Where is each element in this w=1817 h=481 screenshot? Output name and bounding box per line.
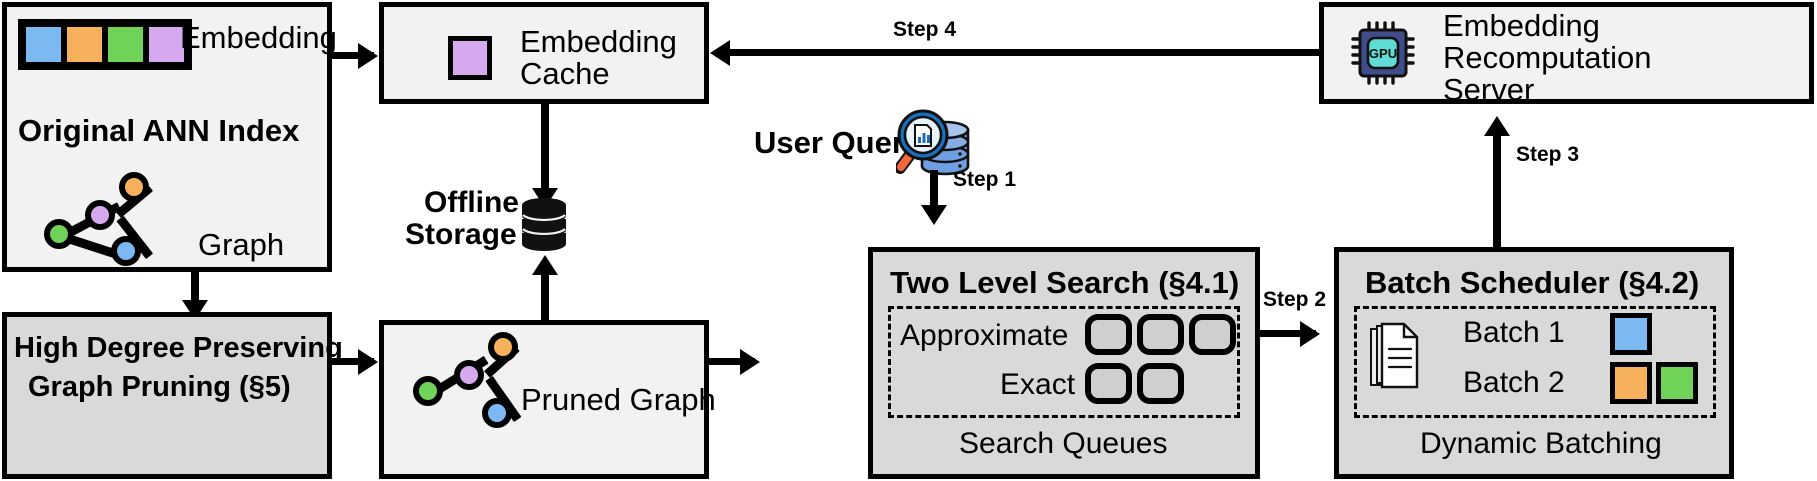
search-queue-row-exact bbox=[1085, 363, 1184, 404]
batch-scheduler-title: Batch Scheduler (§4.2) bbox=[1365, 265, 1700, 300]
embedding-swatch-strip bbox=[18, 19, 192, 70]
search-queues-dashed-region bbox=[888, 306, 1240, 418]
embedding-swatch-blue bbox=[23, 24, 64, 65]
arrow-cache-to-storage-line bbox=[541, 104, 549, 196]
step3-label: Step 3 bbox=[1516, 143, 1580, 166]
arrow-step3-line bbox=[1493, 132, 1501, 247]
embedding-label: Embedding bbox=[180, 20, 337, 55]
graph-node-green bbox=[44, 219, 74, 249]
pruned-graph-label: Pruned Graph bbox=[521, 382, 716, 417]
gpu-chip-icon: GPU bbox=[1349, 19, 1417, 87]
database-cylinder-icon bbox=[515, 196, 573, 254]
arrow-step2-head bbox=[1300, 321, 1320, 347]
embedding-swatch-orange bbox=[64, 24, 105, 65]
graph-node-blue bbox=[111, 236, 141, 266]
arrow-prunedgraph-to-storage-head bbox=[532, 255, 558, 275]
embedding-cache-title-line2: Cache bbox=[520, 56, 610, 91]
embedding-cache-title-line1: Embedding bbox=[520, 24, 677, 59]
arrow-step4-head bbox=[710, 40, 730, 66]
graph-node-blue bbox=[482, 398, 512, 428]
batch-label-2: Batch 2 bbox=[1463, 366, 1565, 399]
offline-storage-label-line2: Storage bbox=[405, 218, 517, 251]
embedding-swatch-green bbox=[105, 24, 146, 65]
graph-label: Graph bbox=[198, 227, 285, 262]
batch-1-swatch-blue bbox=[1610, 313, 1652, 355]
arrow-index-to-pruning-line bbox=[191, 272, 199, 310]
queue-item[interactable] bbox=[1189, 314, 1236, 355]
graph-node-purple bbox=[454, 360, 484, 390]
step2-label: Step 2 bbox=[1263, 288, 1327, 311]
queue-item[interactable] bbox=[1085, 314, 1132, 355]
arrow-step1-head bbox=[921, 205, 947, 225]
graph-pruning-title-line2: Graph Pruning (§5) bbox=[28, 371, 291, 403]
arrow-step4-line bbox=[728, 49, 1319, 56]
embedding-cache-swatch-icon bbox=[448, 36, 492, 80]
svg-text:GPU: GPU bbox=[1369, 46, 1397, 61]
arrow-prunedgraph-to-search-line bbox=[709, 358, 755, 365]
arrow-index-to-cache-head bbox=[358, 43, 378, 69]
batch-2-swatch-green bbox=[1656, 362, 1698, 404]
graph-node-orange bbox=[488, 332, 518, 362]
arrow-prunedgraph-to-search-head bbox=[740, 349, 760, 375]
search-row-label-exact: Exact bbox=[1000, 368, 1076, 401]
recomputation-server-title-line2: Recomputation bbox=[1443, 40, 1652, 75]
dynamic-batching-footer: Dynamic Batching bbox=[1420, 427, 1662, 460]
graph-node-green bbox=[413, 376, 443, 406]
arrow-step2-line bbox=[1260, 330, 1316, 337]
arrow-index-to-cache-line bbox=[332, 52, 374, 59]
search-queue-row-approximate bbox=[1085, 314, 1236, 355]
arrow-step1-line bbox=[930, 170, 938, 214]
queue-item[interactable] bbox=[1085, 363, 1132, 404]
arrow-prunedgraph-to-storage-line bbox=[541, 272, 549, 320]
batch-2-swatch-orange bbox=[1610, 362, 1652, 404]
recomputation-server-title-line3: Server bbox=[1443, 72, 1535, 107]
step4-label: Step 4 bbox=[893, 18, 957, 41]
original-ann-index-title: Original ANN Index bbox=[18, 113, 300, 148]
embedding-cache-panel bbox=[379, 2, 709, 104]
batch-label-1: Batch 1 bbox=[1463, 316, 1565, 349]
original-ann-index-graph bbox=[40, 170, 190, 266]
search-queues-footer: Search Queues bbox=[959, 427, 1168, 460]
arrow-step3-head bbox=[1484, 116, 1510, 136]
dynamic-batching-dashed-region bbox=[1354, 306, 1716, 418]
graph-pruning-title-line1: High Degree Preserving bbox=[14, 332, 343, 364]
graph-pruning-panel bbox=[2, 312, 332, 479]
query-search-database-icon bbox=[894, 104, 974, 176]
offline-storage-label-line1: Offline bbox=[424, 186, 519, 219]
two-level-search-title: Two Level Search (§4.1) bbox=[890, 265, 1240, 300]
documents-stack-icon bbox=[1367, 321, 1425, 393]
two-level-search-panel bbox=[868, 247, 1260, 479]
search-row-label-approximate: Approximate bbox=[900, 319, 1069, 352]
recomputation-server-title-line1: Embedding bbox=[1443, 8, 1600, 43]
graph-node-purple bbox=[85, 200, 115, 230]
embedding-swatch-purple bbox=[146, 24, 187, 65]
arrow-pruning-to-prunedgraph-head bbox=[358, 349, 378, 375]
graph-node-orange bbox=[119, 172, 149, 202]
queue-item[interactable] bbox=[1137, 314, 1184, 355]
step1-label: Step 1 bbox=[953, 168, 1017, 191]
queue-item[interactable] bbox=[1137, 363, 1184, 404]
arrow-pruning-to-prunedgraph-line bbox=[332, 358, 374, 365]
pruned-graph-visual bbox=[409, 328, 539, 456]
